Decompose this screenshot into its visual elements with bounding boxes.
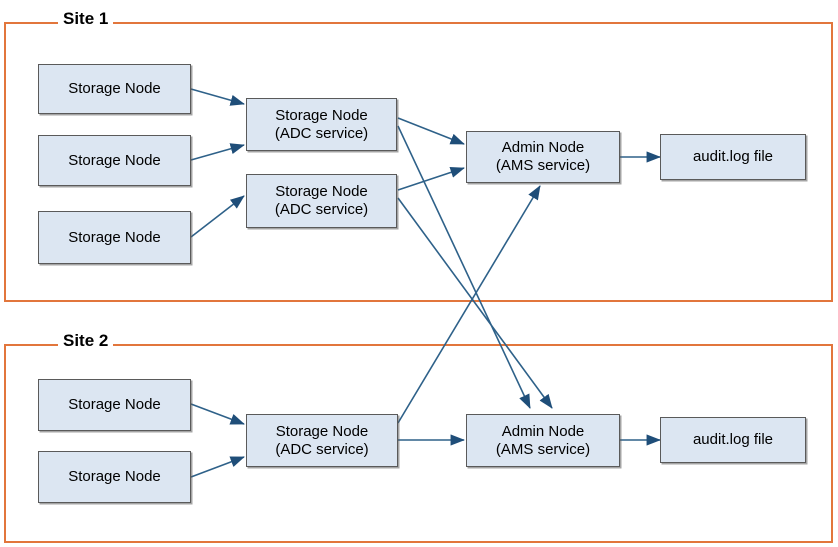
site-1-storage-node-3[interactable]: Storage Node	[38, 211, 191, 264]
node-label-line2: (ADC service)	[274, 124, 369, 142]
node-label: Storage Node	[68, 80, 161, 98]
site-1-audit-log-file[interactable]: audit.log file	[660, 134, 806, 180]
node-label: Storage Node	[68, 151, 161, 169]
site-2-audit-log-file[interactable]: audit.log file	[660, 417, 806, 463]
node-label-line2: (ADC service)	[275, 440, 369, 458]
node-label: audit.log file	[692, 148, 774, 166]
node-label-line1: Storage Node	[275, 183, 368, 201]
site-1-label: Site 1	[58, 10, 114, 27]
node-label-line1: Storage Node	[275, 106, 368, 124]
site-2-storage-node-1[interactable]: Storage Node	[38, 379, 191, 431]
site-2-admin-node[interactable]: Admin Node (AMS service)	[466, 414, 620, 467]
node-label-line1: Admin Node	[501, 139, 585, 157]
node-label: audit.log file	[692, 431, 774, 449]
site-2-storage-node-2[interactable]: Storage Node	[38, 451, 191, 503]
node-label-line1: Admin Node	[501, 422, 585, 440]
node-label: Storage Node	[68, 228, 161, 246]
node-label: Storage Node	[68, 468, 161, 486]
node-label-line2: (ADC service)	[274, 201, 369, 218]
site-1-adc-node-1[interactable]: Storage Node (ADC service)	[246, 98, 397, 151]
site-1-adc-node-2[interactable]: Storage Node (ADC service)	[246, 174, 397, 228]
node-label-line2: (AMS service)	[495, 157, 591, 174]
site-1-storage-node-2[interactable]: Storage Node	[38, 135, 191, 186]
site-2-label: Site 2	[58, 332, 114, 349]
site-1-admin-node[interactable]: Admin Node (AMS service)	[466, 131, 620, 183]
node-label-line1: Storage Node	[275, 422, 369, 440]
node-label-line2: (AMS service)	[495, 440, 591, 458]
node-label: Storage Node	[68, 396, 161, 414]
site-1-storage-node-1[interactable]: Storage Node	[38, 64, 191, 114]
site-2-adc-node-1[interactable]: Storage Node (ADC service)	[246, 414, 398, 467]
